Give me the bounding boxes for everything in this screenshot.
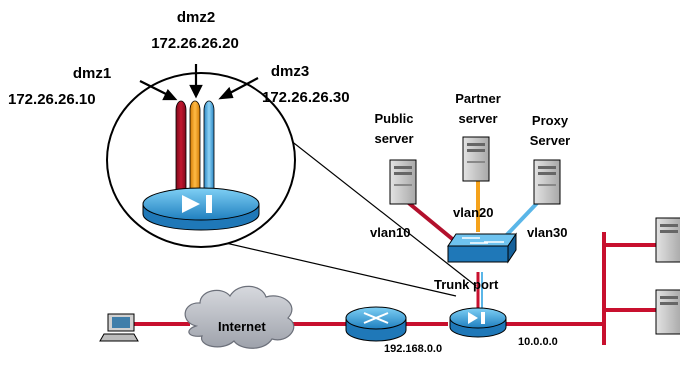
vlan10-label: vlan10 bbox=[370, 225, 411, 240]
switch-icon bbox=[447, 232, 517, 264]
dmz3-name: dmz3 bbox=[270, 63, 310, 80]
dmz1-ip: 172.26.26.10 bbox=[8, 91, 96, 108]
firewall-small-icon bbox=[449, 307, 507, 338]
links bbox=[134, 175, 660, 345]
vlan-tube-red bbox=[175, 100, 187, 204]
public-server-icon bbox=[389, 159, 417, 205]
public-server-label-2: server bbox=[374, 131, 414, 146]
proxy-server-icon bbox=[533, 159, 561, 205]
dmz2-ip: 172.26.26.20 bbox=[151, 35, 239, 52]
vlan-tube-blue bbox=[203, 100, 215, 204]
trunk-port-label: Trunk port bbox=[434, 277, 499, 292]
partner-server-label-2: server bbox=[458, 111, 498, 126]
partner-server-label-1: Partner bbox=[455, 91, 501, 106]
partner-server-icon bbox=[462, 136, 490, 182]
vlan20-label: vlan20 bbox=[453, 205, 494, 220]
pc-icon bbox=[99, 313, 139, 342]
inside-server-2-icon bbox=[655, 289, 680, 335]
proxy-server-label-1: Proxy bbox=[531, 113, 569, 128]
router-icon bbox=[345, 306, 407, 342]
dmz1-name: dmz1 bbox=[72, 65, 112, 82]
inside-network-label: 10.0.0.0 bbox=[518, 336, 558, 348]
dmz2-name: dmz2 bbox=[176, 9, 216, 26]
internet-label: Internet bbox=[218, 319, 266, 334]
vlan-tube-orange bbox=[189, 100, 201, 204]
vlan-tubes bbox=[175, 100, 215, 204]
vlan10-link bbox=[403, 198, 458, 244]
zoom-line-top bbox=[261, 117, 477, 287]
internet-cloud-icon bbox=[184, 285, 295, 349]
vlan30-label: vlan30 bbox=[527, 225, 568, 240]
outside-network-label: 192.168.0.0 bbox=[384, 343, 443, 355]
inside-server-1-icon bbox=[655, 217, 680, 263]
proxy-server-label-2: Server bbox=[529, 133, 571, 148]
dmz-arrows bbox=[139, 64, 259, 101]
public-server-label-1: Public bbox=[374, 111, 414, 126]
firewall-large-icon bbox=[142, 187, 260, 231]
dmz3-ip: 172.26.26.30 bbox=[262, 89, 350, 106]
